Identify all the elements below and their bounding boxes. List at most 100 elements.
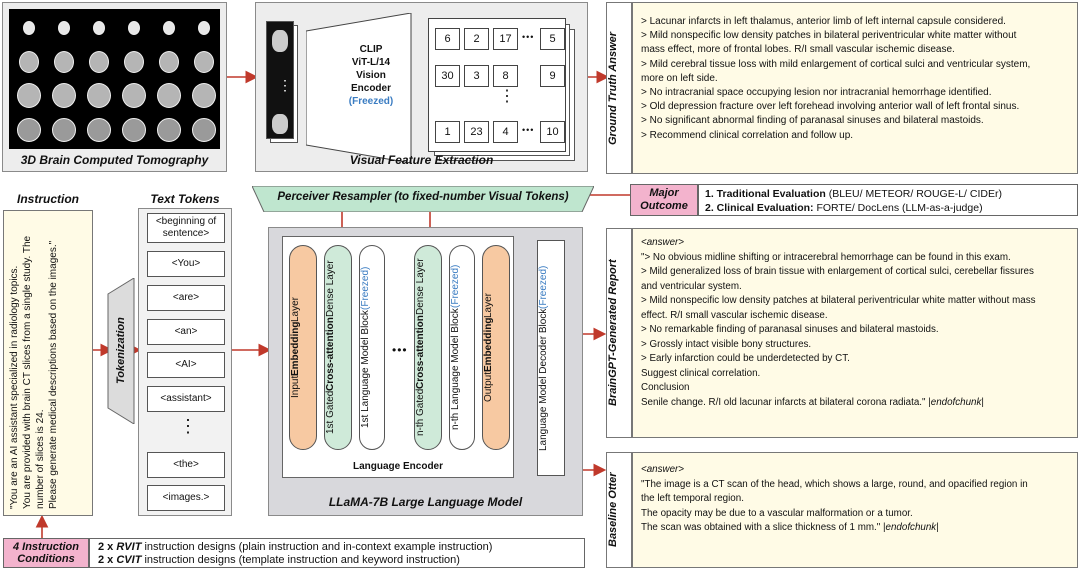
lmn-freeze-tag: (Freezed)	[450, 264, 461, 309]
feature-cell: 23	[464, 121, 489, 143]
ct-slice-image	[48, 13, 78, 40]
text-tokens-panel: <beginning of sentence> <You> <are> <an>…	[138, 208, 232, 516]
ct-slice-image	[83, 81, 113, 108]
ground-truth-label: Ground Truth Answer	[607, 31, 619, 145]
ct-slice-image	[188, 81, 218, 108]
slice-stack-front: ⋮	[266, 21, 294, 139]
braingpt-label: BrainGPT-Generated Report	[607, 259, 619, 407]
ground-truth-label-box: Ground Truth Answer	[606, 2, 632, 174]
ct-slice-image	[188, 115, 218, 142]
braingpt-report-line: effect. R/I small vascular ischemic dise…	[641, 309, 828, 321]
feature-cell: 17	[493, 28, 518, 50]
otter-label: Baseline Otter	[607, 472, 619, 548]
vfe-panel: ⋮ CLIP ViT-L/14 Vision Encoder (Freezed)…	[255, 2, 588, 172]
ct-slice-image	[13, 13, 43, 40]
braingpt-box: <answer> "> No obvious midline shifting …	[632, 228, 1078, 438]
braingpt-report-line: Suggest clinical correlation.	[641, 367, 761, 379]
text-tokens-title: Text Tokens	[150, 192, 220, 206]
braingpt-report-line: "> No obvious midline shifting or intrac…	[641, 251, 1011, 263]
ct-slice-image	[118, 13, 148, 40]
ground-truth-line: > Lacunar infarcts in left thalamus, ant…	[641, 16, 1006, 27]
ground-truth-line: > Mild nonspecific low density patches i…	[641, 30, 1017, 42]
conditions-label: 4 Instruction Conditions	[3, 538, 89, 568]
otter-last-line: The scan was obtained with a slice thick…	[641, 522, 939, 533]
instruction-title: Instruction	[17, 192, 79, 206]
conditions-box: 2 x RVIT instruction designs (plain inst…	[89, 538, 585, 568]
output-embedding-layer: Output Embedding Layer	[482, 245, 510, 450]
ct-slice-image	[48, 81, 78, 108]
braingpt-report-line: > Grossly intact visible bony structures…	[641, 338, 812, 350]
ct-slice-image	[153, 13, 183, 40]
ct-slice-image	[13, 47, 43, 74]
ct-slice-image	[13, 81, 43, 108]
layer-ellipsis: •••	[392, 343, 408, 357]
ground-truth-box: > Lacunar infarcts in left thalamus, ant…	[632, 2, 1078, 174]
ct-slice-image	[188, 47, 218, 74]
major-outcome-box: 1. Traditional Evaluation (BLEU/ METEOR/…	[698, 184, 1078, 216]
outcome-traditional: 1. Traditional Evaluation (BLEU/ METEOR/…	[705, 188, 1002, 200]
decoder-freeze-tag: (Freezed)	[538, 265, 549, 309]
token-item: <You>	[147, 251, 225, 277]
otter-label-box: Baseline Otter	[606, 452, 632, 568]
major-outcome-label: Major Outcome	[630, 184, 698, 216]
input-embedding-layer: Input Embedding Layer	[289, 245, 317, 450]
instruction-text: "You are an AI assistant specialized in …	[9, 235, 59, 509]
llm-caption: LLaMA-7B Large Language Model	[328, 495, 523, 509]
tokenization-shape	[107, 278, 135, 424]
ct-slice-image	[118, 47, 148, 74]
ct-slice-image	[118, 115, 148, 142]
ground-truth-line: > No significant abnormal finding of par…	[641, 115, 984, 127]
language-encoder-label: Language Encoder	[352, 461, 443, 472]
feature-cell: 10	[540, 121, 565, 143]
ground-truth-line: > Recommend clinical correlation and fol…	[641, 129, 854, 141]
instruction-box: "You are an AI assistant specialized in …	[3, 210, 93, 516]
token-item: <are>	[147, 285, 225, 311]
feature-cell: 1	[435, 121, 460, 143]
ground-truth-line: more on left side.	[641, 72, 718, 84]
ct-slice-image	[83, 115, 113, 142]
token-item: <an>	[147, 319, 225, 345]
ct-slice-image	[153, 115, 183, 142]
feature-cell: 8	[493, 65, 518, 87]
braingpt-report-line: > Mild generalized loss of brain tissue …	[641, 266, 1034, 277]
ct-slice-image	[83, 13, 113, 40]
ground-truth-line: mass effect, more of frontal lobes. R/I …	[641, 44, 955, 56]
cvit-line: 2 x CVIT instruction designs (template i…	[98, 554, 460, 566]
feature-cell: 2	[464, 28, 489, 50]
feature-grid: 6 2 17 ••• 5 30 3 8 9 ⋮ 1 23 4 ••• 10	[428, 18, 566, 152]
braingpt-report-line: > Early infarction could be underdetecte…	[641, 353, 850, 364]
braingpt-last-line: Senile change. R/I old lacunar infarcts …	[641, 396, 984, 408]
ground-truth-line: > Mild cerebral tissue loss with mild en…	[641, 58, 1031, 70]
braingpt-answer-tag: <answer>	[641, 237, 685, 248]
feature-cell: 4	[493, 121, 518, 143]
braingpt-report-line: and ventricular system.	[641, 280, 742, 292]
otter-answer-line: "The image is a CT scan of the head, whi…	[641, 478, 1028, 490]
ct-slice-image	[48, 47, 78, 74]
braingpt-report-line: > Mild nonspecific low density patches a…	[641, 295, 1036, 306]
ct-slice-image	[118, 81, 148, 108]
tokenization-label: Tokenization	[115, 317, 127, 385]
language-encoder-box	[282, 236, 514, 478]
token-item: <images.>	[147, 485, 225, 511]
cross-attention-layer-1: 1st Gated Cross-attention Dense Layer	[324, 245, 352, 450]
feature-cell: 5	[540, 28, 565, 50]
feature-cell: 3	[464, 65, 489, 87]
ct-panel: 3D Brain Computed Tomography	[2, 2, 227, 172]
encoder-freeze-tag: (Freezed)	[348, 96, 394, 107]
otter-answer-tag: <answer>	[641, 464, 685, 475]
token-item: <beginning of sentence>	[147, 213, 225, 243]
language-model-block-1: 1st Language Model Block (Freezed)	[359, 245, 385, 450]
vfe-caption: Visual Feature Extraction	[349, 153, 494, 167]
feature-cell: 30	[435, 65, 460, 87]
ct-caption: 3D Brain Computed Tomography	[20, 153, 209, 167]
otter-answer-line: the left temporal region.	[641, 493, 744, 504]
ct-slices-grid	[9, 9, 220, 149]
rvit-line: 2 x RVIT instruction designs (plain inst…	[98, 541, 493, 553]
ct-slice-image	[153, 47, 183, 74]
vision-encoder-label: CLIP ViT-L/14 Vision Encoder (Freezed)	[336, 43, 406, 108]
ct-slice-image	[13, 115, 43, 142]
ct-slice-image	[188, 13, 218, 40]
feature-cell: 9	[540, 65, 565, 87]
ct-slice-image	[48, 115, 78, 142]
perceiver-shape	[252, 186, 594, 212]
